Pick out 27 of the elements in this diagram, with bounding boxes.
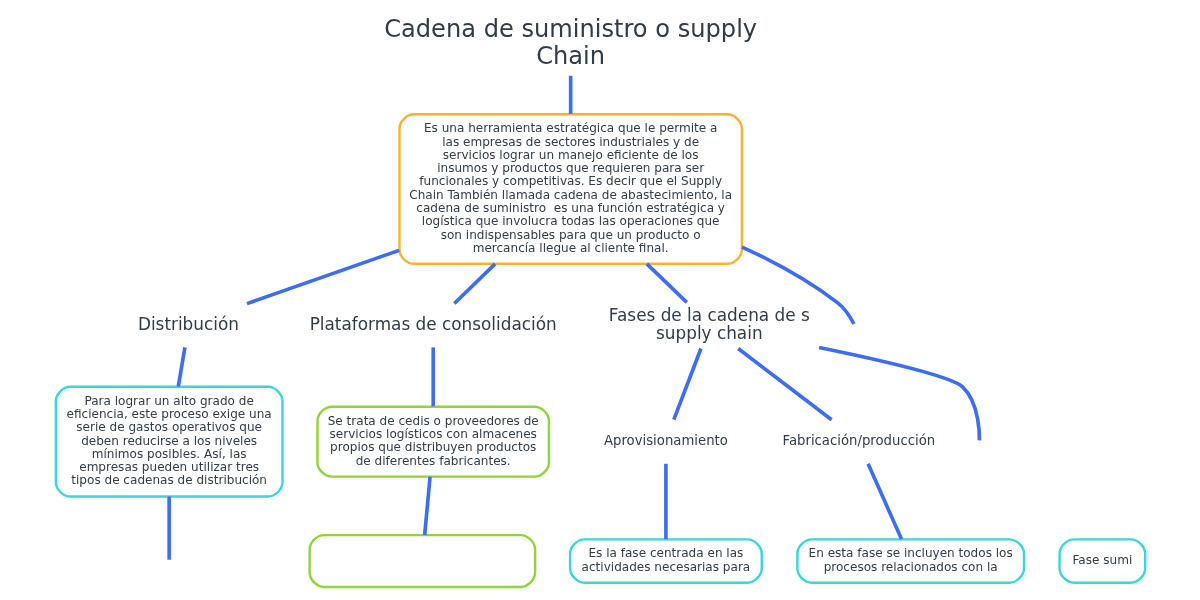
connector <box>671 347 703 421</box>
node-text: Cadena de suministro o supply Chain <box>383 15 757 70</box>
node-box <box>307 533 536 589</box>
node-box: Para lograr un alto grado de eficiencia, este proceso exige una serie de gastos operativos que deben reducirse a los niveles mínimos posibles. Así, las empresas pueden utilizar tres tipos de cadenas de distribución <box>54 385 284 498</box>
connector <box>740 245 855 325</box>
connector <box>452 262 496 305</box>
node-text: Plataformas de consolidación <box>309 313 557 334</box>
connector <box>430 347 435 407</box>
connector <box>818 345 981 441</box>
connector <box>736 347 833 422</box>
connector <box>568 75 572 114</box>
connector <box>663 463 668 540</box>
node-text: Fabricación/producción <box>782 433 935 449</box>
connector <box>645 262 688 304</box>
node-box: Es la fase centrada en las actividades necesarias para <box>568 538 763 584</box>
connector <box>422 476 432 536</box>
node-box: Se trata de cedis o proveedores de servicios logísticos con almacenes propios que distribuyen productos de diferentes fabricantes. <box>315 405 550 478</box>
node-text: Fases de la cadena de s supply chain <box>608 304 810 343</box>
connector <box>176 347 187 387</box>
connector <box>166 496 171 560</box>
connector <box>245 248 400 306</box>
node-box: En esta fase se incluyen todos los procesos relacionados con la <box>795 538 1025 584</box>
node-box: Fase sumi <box>1057 538 1146 584</box>
connector <box>865 463 903 540</box>
node-text: Distribución <box>137 313 239 334</box>
node-text: Aprovisionamiento <box>603 433 728 449</box>
node-box: Es una herramienta estratégica que le permite a las empresas de sectores industriales y de servicios lograr un manejo eficiente de los insumos y productos que requieren para ser funcionales y competitivas. Es decir que el Supply Chain También llamada cadena de abastecimiento, la cadena de suministro es una función estratégica y logística que involucra todas las operaciones que son indispensables para que un producto o mercancía llegue al cliente final. <box>397 113 743 266</box>
